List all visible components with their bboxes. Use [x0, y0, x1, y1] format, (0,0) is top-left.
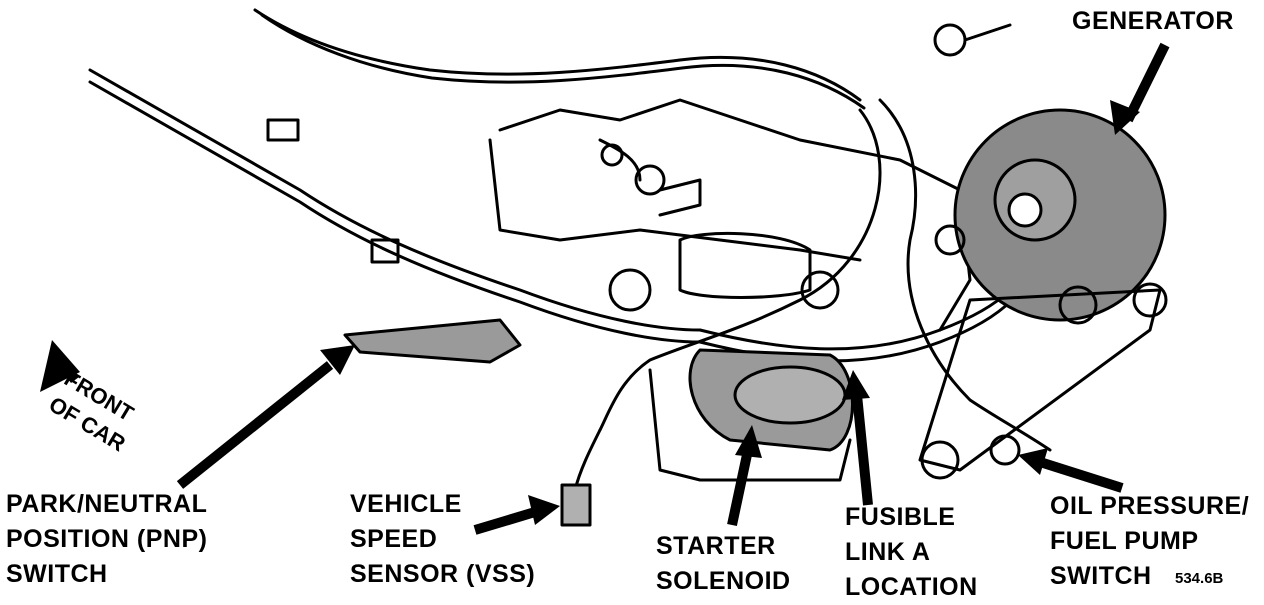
- label-fusible-link: FUSIBLE LINK A LOCATION: [845, 500, 978, 605]
- pnp-switch: [343, 318, 522, 364]
- label-generator-line: GENERATOR: [1072, 7, 1234, 35]
- vss-cable: [573, 428, 602, 492]
- label-vss: VEHICLE SPEED SENSOR (VSS): [350, 487, 535, 592]
- arrow-generator: [1123, 42, 1170, 123]
- upper-harness: [253, 8, 862, 102]
- harness-loop: [598, 108, 882, 432]
- label-line: VEHICLE: [350, 490, 462, 518]
- label-line: PARK/NEUTRAL: [6, 490, 208, 518]
- label-line: POSITION (PNP): [6, 525, 208, 553]
- main-harness: [88, 68, 702, 332]
- label-line: OIL PRESSURE/: [1050, 492, 1250, 520]
- label-line: SWITCH: [6, 560, 108, 588]
- label-line: FUSIBLE: [845, 503, 956, 531]
- label-line: FUEL PUMP: [1050, 527, 1199, 555]
- arrow-pnp: [176, 361, 334, 489]
- arrow-vss: [473, 507, 537, 535]
- arrow-starter: [727, 448, 753, 527]
- oil-pressure-switch: [989, 434, 1021, 466]
- label-line: SWITCH: [1050, 562, 1152, 590]
- figure-number: 534.6B: [1175, 570, 1224, 587]
- arrow-oil: [1038, 457, 1124, 493]
- label-line: SENSOR (VSS): [350, 560, 536, 588]
- label-line: SPEED: [350, 525, 438, 553]
- label-line: SOLENOID: [656, 567, 791, 595]
- starter-solenoid: [733, 365, 847, 425]
- label-line: LINK A: [845, 538, 931, 566]
- label-starter-solenoid: STARTER SOLENOID: [656, 529, 791, 599]
- engine-block: [498, 98, 972, 332]
- label-pnp-switch: PARK/NEUTRAL POSITION (PNP) SWITCH: [6, 487, 207, 592]
- generator-bracket: [918, 288, 1162, 472]
- label-line: LOCATION: [845, 573, 978, 601]
- label-generator: GENERATOR: [1072, 4, 1234, 39]
- arrow-fusible: [852, 394, 873, 506]
- label-oil-pressure-switch: OIL PRESSURE/ FUEL PUMP SWITCH: [1050, 489, 1249, 594]
- label-line: STARTER: [656, 532, 776, 560]
